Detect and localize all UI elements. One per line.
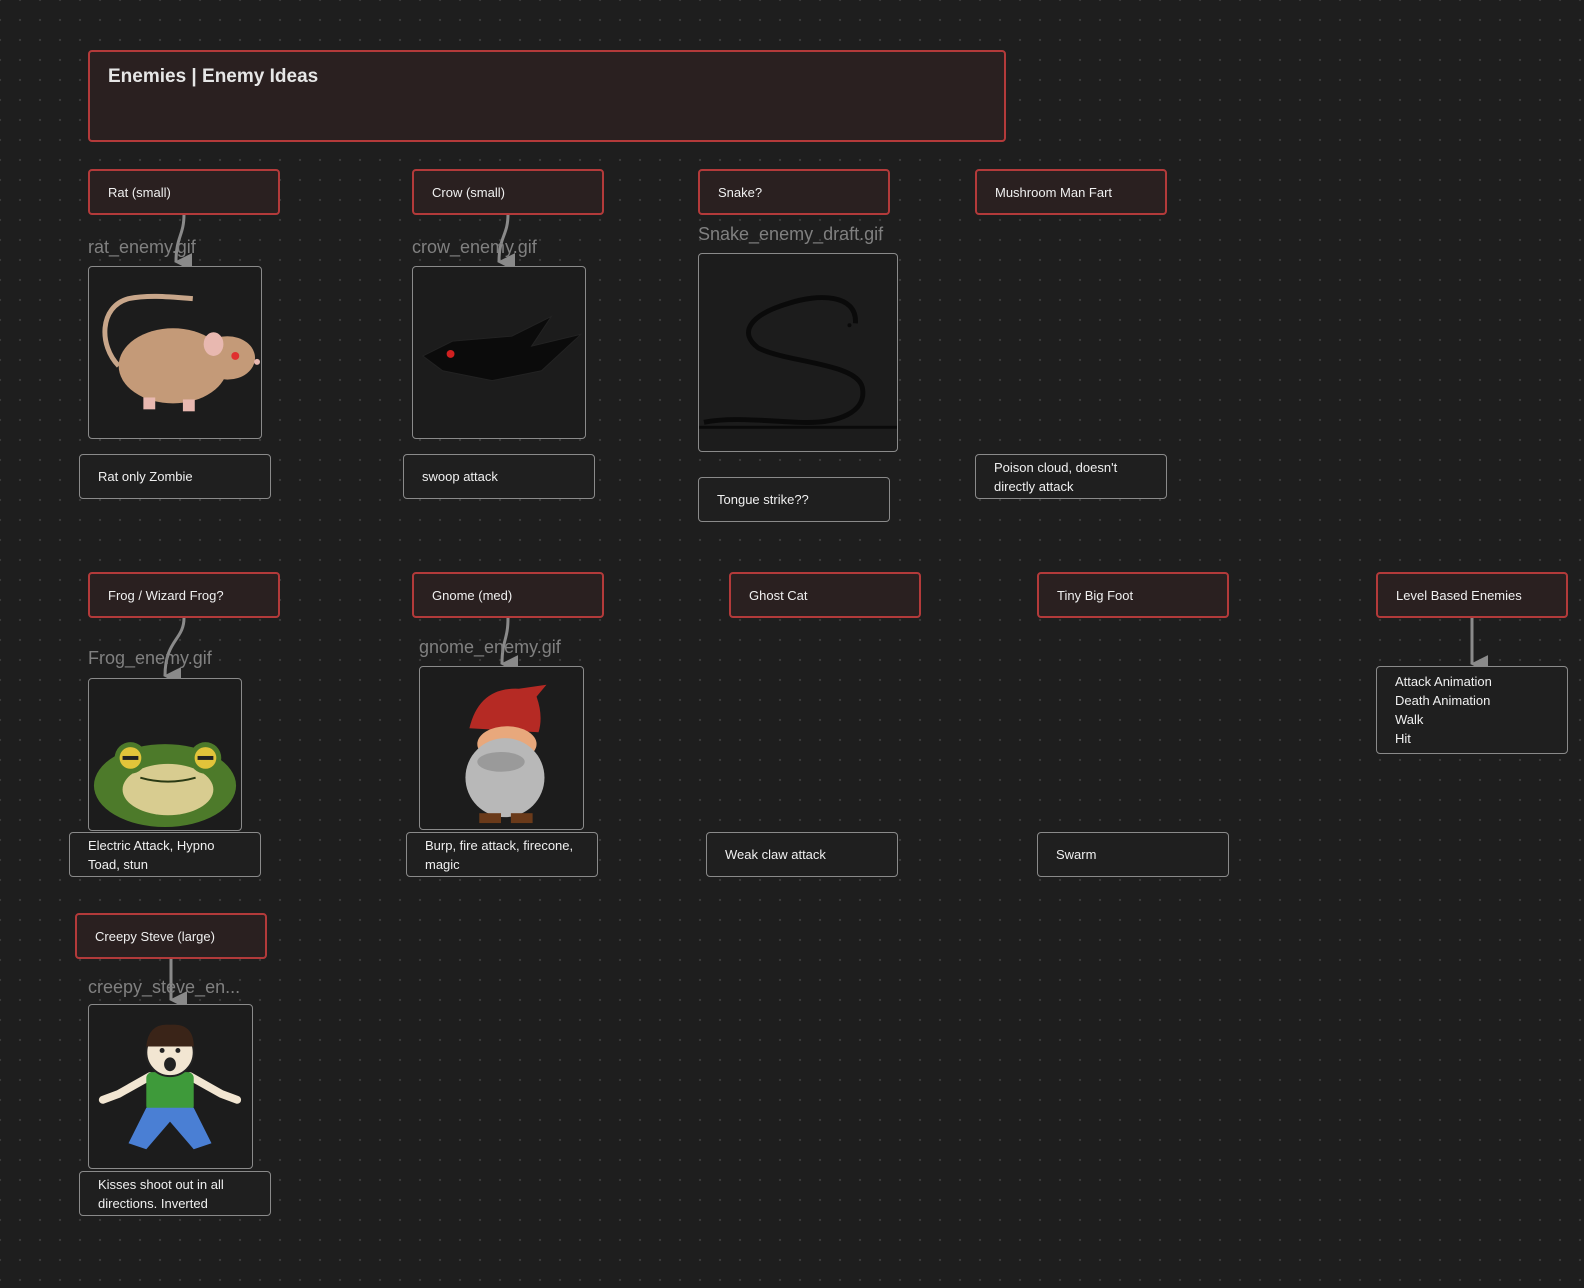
card-gnome-label: Gnome (med) — [432, 587, 513, 603]
note-steve-line2: directions. Inverted — [98, 1195, 208, 1211]
note-rat[interactable]: Rat only Zombie — [79, 454, 271, 499]
card-crow-label: Crow (small) — [432, 184, 505, 200]
file-label-frog: Frog_enemy.gif — [88, 648, 212, 668]
file-label-crow: crow_enemy.gif — [412, 237, 537, 257]
note-steve[interactable]: Kisses shoot out in all directions. Inve… — [79, 1171, 271, 1216]
frog-image[interactable] — [88, 678, 242, 831]
snake-sprite — [699, 295, 897, 429]
note-crow-text: swoop attack — [422, 469, 498, 484]
card-mushroom[interactable]: Mushroom Man Fart — [975, 169, 1167, 215]
steve-sprite — [98, 1024, 242, 1150]
note-mushroom-line2: directly attack — [994, 478, 1074, 494]
note-bigfoot-text: Swarm — [1056, 847, 1097, 862]
file-label-snake: Snake_enemy_draft.gif — [698, 224, 884, 244]
note-crow[interactable]: swoop attack — [403, 454, 595, 499]
note-ghostcat-text: Weak claw attack — [725, 847, 826, 862]
note-level-item: Hit — [1395, 731, 1411, 746]
card-steve[interactable]: Creepy Steve (large) — [75, 913, 267, 959]
card-crow[interactable]: Crow (small) — [412, 169, 604, 215]
card-snake-label: Snake? — [718, 184, 763, 200]
card-frog-label: Frog / Wizard Frog? — [108, 587, 224, 603]
note-frog[interactable]: Electric Attack, Hypno Toad, stun — [69, 832, 261, 877]
card-level-label: Level Based Enemies — [1396, 587, 1522, 603]
note-level-item: Walk — [1395, 712, 1424, 727]
board-title: Enemies | Enemy Ideas — [108, 66, 319, 87]
card-frog[interactable]: Frog / Wizard Frog? — [88, 572, 280, 618]
note-level-item: Attack Animation — [1395, 674, 1492, 689]
note-bigfoot[interactable]: Swarm — [1037, 832, 1229, 877]
card-rat-label: Rat (small) — [108, 184, 171, 200]
card-level[interactable]: Level Based Enemies — [1376, 572, 1568, 618]
gnome-sprite — [465, 684, 547, 824]
note-gnome[interactable]: Burp, fire attack, firecone, magic — [406, 832, 598, 877]
note-frog-line2: Toad, stun — [88, 856, 148, 872]
file-label-rat: rat_enemy.gif — [88, 237, 196, 257]
card-gnome[interactable]: Gnome (med) — [412, 572, 604, 618]
note-mushroom[interactable]: Poison cloud, doesn't directly attack — [975, 454, 1167, 499]
gnome-image[interactable] — [419, 666, 584, 830]
note-level-item: Death Animation — [1395, 693, 1491, 708]
crow-sprite — [421, 315, 583, 382]
steve-image[interactable] — [88, 1004, 253, 1169]
snake-image[interactable] — [698, 253, 898, 452]
note-mushroom-line1: Poison cloud, doesn't — [994, 459, 1118, 475]
card-bigfoot[interactable]: Tiny Big Foot — [1037, 572, 1229, 618]
note-gnome-line1: Burp, fire attack, firecone, — [425, 837, 574, 853]
rat-sprite — [102, 293, 261, 412]
file-label-steve: creepy_steve_en... — [88, 977, 241, 997]
card-bigfoot-label: Tiny Big Foot — [1057, 587, 1134, 603]
file-label-gnome: gnome_enemy.gif — [419, 637, 561, 657]
card-snake[interactable]: Snake? — [698, 169, 890, 215]
frog-sprite — [93, 742, 237, 828]
rat-image[interactable] — [88, 266, 262, 439]
card-mushroom-label: Mushroom Man Fart — [995, 184, 1113, 200]
note-frog-line1: Electric Attack, Hypno — [88, 837, 215, 853]
note-rat-text: Rat only Zombie — [98, 469, 193, 484]
crow-image[interactable] — [412, 266, 586, 439]
note-steve-line1: Kisses shoot out in all — [98, 1176, 224, 1192]
board-title-card[interactable]: Enemies | Enemy Ideas — [88, 50, 1006, 142]
card-rat[interactable]: Rat (small) — [88, 169, 280, 215]
card-ghostcat-label: Ghost Cat — [749, 587, 808, 603]
note-snake[interactable]: Tongue strike?? — [698, 477, 890, 522]
note-snake-text: Tongue strike?? — [717, 492, 809, 507]
note-gnome-line2: magic — [425, 856, 460, 872]
note-level[interactable]: Attack Animation Death Animation Walk Hi… — [1376, 666, 1568, 754]
note-ghostcat[interactable]: Weak claw attack — [706, 832, 898, 877]
card-steve-label: Creepy Steve (large) — [95, 928, 215, 944]
card-ghostcat[interactable]: Ghost Cat — [729, 572, 921, 618]
